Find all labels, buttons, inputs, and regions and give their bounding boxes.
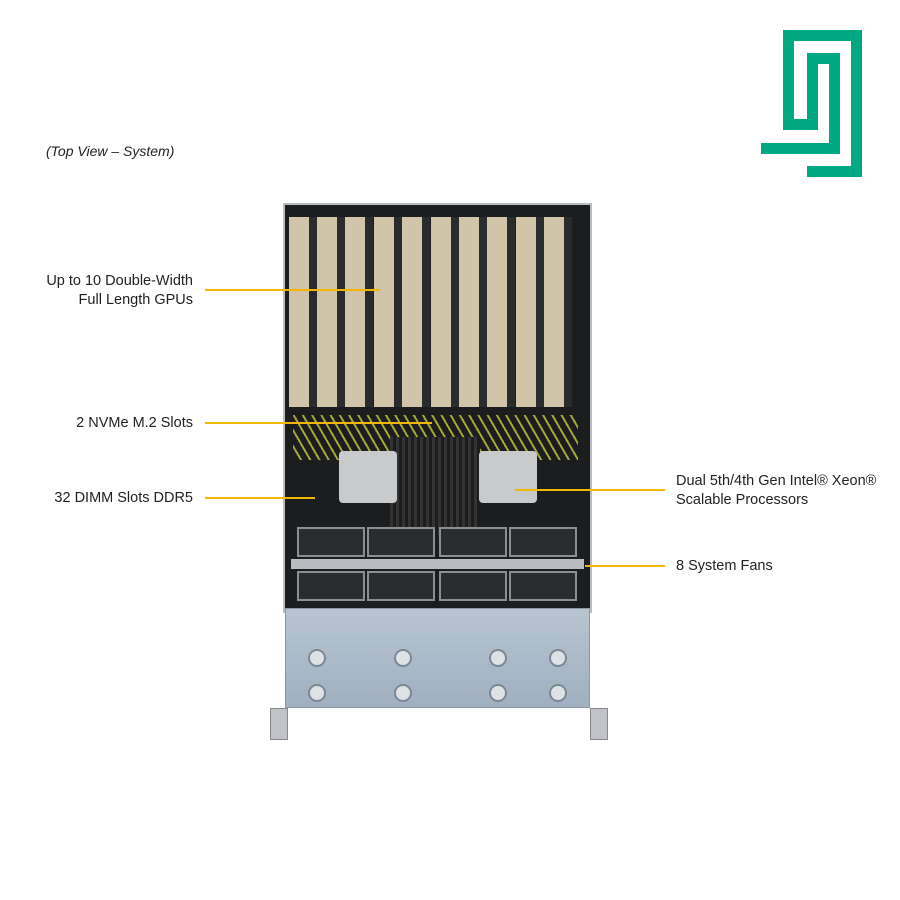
hpe-logo-icon [761, 30, 862, 177]
cpu-callout-line1: Dual 5th/4th Gen Intel® Xeon® [676, 473, 877, 489]
cpu-callout-line2: Scalable Processors [676, 492, 809, 508]
rack-handle-right [590, 708, 608, 740]
cpu-callout: Dual 5th/4th Gen Intel® Xeon® Scalable P… [676, 472, 876, 510]
front-panel [285, 608, 590, 708]
gpu-leader-line [205, 289, 380, 291]
server-chassis-image [283, 203, 592, 613]
rack-handle-left [270, 708, 288, 740]
view-caption: (Top View – System) [46, 143, 175, 159]
fans-leader-line [585, 565, 665, 567]
cpu-leader-line [515, 489, 665, 491]
nvme-leader-line [205, 422, 432, 424]
gpu-callout: Up to 10 Double-Width Full Length GPUs [46, 272, 193, 310]
dimm-leader-line [205, 497, 315, 499]
gpu-callout-line2: Full Length GPUs [78, 292, 193, 308]
dimm-callout: 32 DIMM Slots DDR5 [54, 490, 193, 506]
nvme-callout: 2 NVMe M.2 Slots [76, 415, 193, 431]
gpu-callout-line1: Up to 10 Double-Width [46, 273, 193, 289]
fans-callout: 8 System Fans [676, 558, 773, 574]
